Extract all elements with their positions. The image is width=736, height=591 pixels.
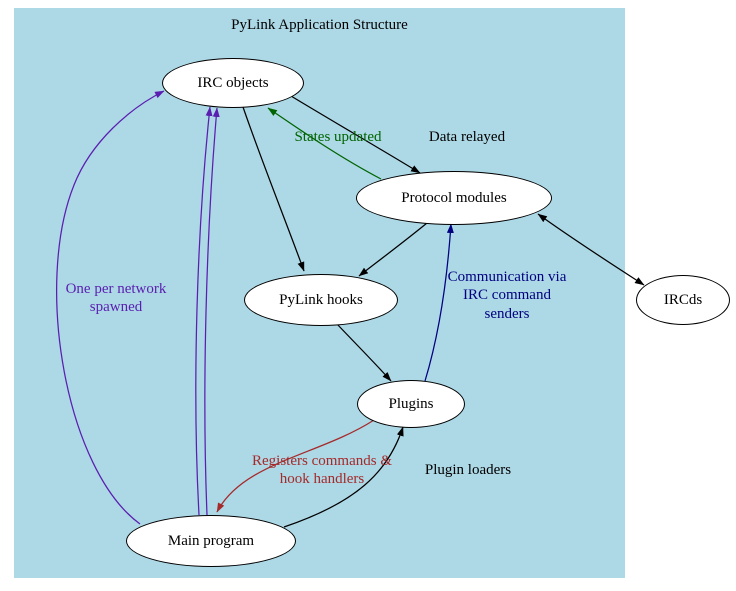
edge-main-to-irc-outer <box>56 90 165 525</box>
node-irc-objects: IRC objects <box>162 58 304 108</box>
node-plugins: Plugins <box>357 380 465 428</box>
edge-plugins-to-protocol-communication <box>424 223 454 382</box>
edge-label-data-relayed: Data relayed <box>428 129 506 145</box>
edge-label-states-updated: States updated <box>294 129 382 145</box>
edge-label-one-per-network: One per network spawned <box>65 281 167 316</box>
edge-main-to-irc-inner-2 <box>204 107 220 516</box>
node-protocol-modules: Protocol modules <box>356 171 552 225</box>
node-pylink-hooks: PyLink hooks <box>244 274 398 326</box>
diagram-title: PyLink Application Structure <box>231 17 408 33</box>
node-main-program: Main program <box>126 515 296 567</box>
edge-plugins-to-main-registers <box>216 419 375 513</box>
edge-irc-to-protocol <box>290 95 421 174</box>
edge-label-communication: Communication via IRC command senders <box>447 269 567 322</box>
edge-protocol-to-irc-states-updated <box>267 107 382 180</box>
edge-label-plugin-loaders: Plugin loaders <box>424 462 512 478</box>
edge-main-to-plugins-loaders <box>283 426 404 528</box>
node-ircds: IRCds <box>636 275 730 325</box>
edge-hooks-to-plugins <box>336 323 392 382</box>
edge-protocol-ircds-bidirectional <box>537 213 645 286</box>
edge-protocol-to-hooks <box>358 222 428 277</box>
edge-main-to-irc-inner-1 <box>195 106 213 516</box>
edge-label-registers-commands: Registers commands & hook handlers <box>252 453 392 488</box>
edge-irc-to-hooks <box>242 106 305 272</box>
